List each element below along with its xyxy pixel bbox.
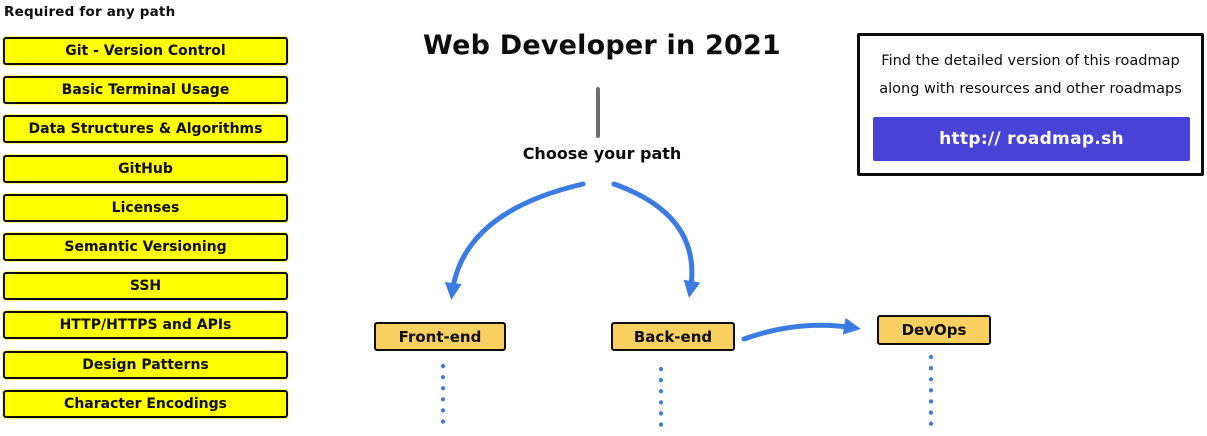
path-box-frontend[interactable]: Front-end — [374, 322, 506, 351]
sidebar-heading: Required for any path — [4, 4, 176, 20]
arrow-to-backend — [611, 181, 701, 298]
page-title: Web Developer in 2021 — [423, 30, 781, 61]
topic-box-design-patterns[interactable]: Design Patterns — [3, 350, 288, 379]
topic-box-terminal[interactable]: Basic Terminal Usage — [3, 76, 288, 105]
topic-box-encodings[interactable]: Character Encodings — [3, 389, 288, 418]
topic-box-licenses[interactable]: Licenses — [3, 193, 288, 222]
arrow-backend-to-devops — [741, 317, 861, 342]
info-line-1: Find the detailed version of this roadma… — [881, 53, 1180, 69]
path-box-backend[interactable]: Back-end — [611, 322, 735, 351]
info-box-text: Find the detailed version of this roadma… — [860, 48, 1201, 103]
choose-path-label: Choose your path — [522, 144, 682, 163]
topic-box-ssh[interactable]: SSH — [3, 272, 288, 301]
arrow-to-frontend — [444, 181, 586, 300]
required-topics-list: Git - Version Control Basic Terminal Usa… — [3, 37, 288, 418]
topic-box-git[interactable]: Git - Version Control — [3, 37, 288, 65]
path-box-devops[interactable]: DevOps — [877, 315, 991, 345]
info-box: Find the detailed version of this roadma… — [857, 33, 1204, 176]
topic-box-http[interactable]: HTTP/HTTPS and APIs — [3, 311, 288, 340]
roadmap-sh-link-button[interactable]: http:// roadmap.sh — [873, 117, 1190, 161]
title-stem-line — [596, 87, 600, 138]
topic-box-semver[interactable]: Semantic Versioning — [3, 232, 288, 261]
info-line-2: along with resources and other roadmaps — [879, 80, 1182, 97]
topic-box-github[interactable]: GitHub — [3, 154, 288, 183]
topic-box-dsa[interactable]: Data Structures & Algorithms — [3, 115, 288, 144]
